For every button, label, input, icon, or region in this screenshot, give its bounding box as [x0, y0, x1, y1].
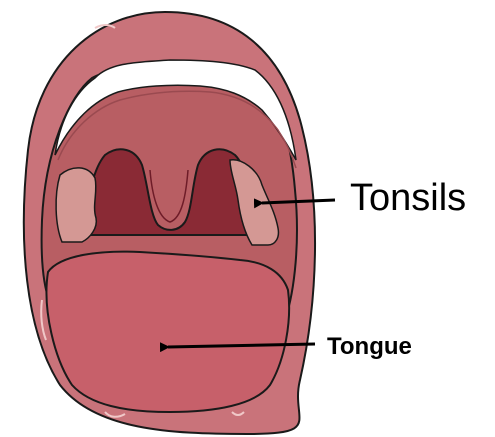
tonsil-left — [56, 168, 96, 242]
tongue-label: Tongue — [327, 333, 412, 360]
tonsils-label: Tonsils — [350, 177, 466, 219]
tongue — [47, 252, 290, 412]
